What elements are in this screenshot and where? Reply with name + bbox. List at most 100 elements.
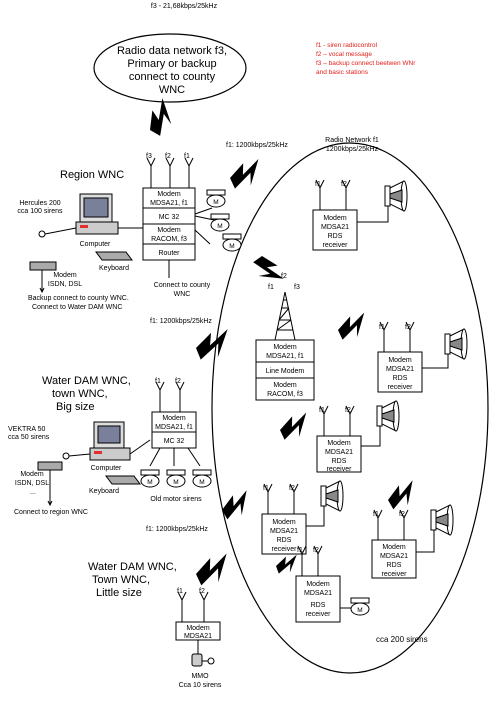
radio-data-network-bubble [93, 33, 247, 103]
rds4-line-4: receiver [272, 546, 298, 553]
lightning-rds2 [334, 310, 373, 344]
water-little-stack [175, 591, 221, 656]
rds2-line-3: RDS [393, 375, 408, 382]
region-router: Router [158, 250, 180, 257]
tower-ant-f1: f1 [268, 284, 274, 291]
rds4-line-1: Modem [272, 519, 296, 526]
link-label-region: f1: 1200kbps/25kHz [226, 142, 288, 149]
rds3-f1: f1 [319, 407, 325, 414]
rds4-line-3: RDS [277, 537, 292, 544]
region-isdn-modem [29, 261, 57, 271]
cca-200-sirens: cca 200 sirens [376, 635, 428, 644]
rds-station-4 [261, 480, 344, 555]
rds2-f2: f2 [405, 324, 411, 331]
rds3-f2: f2 [345, 407, 351, 414]
rds-station-3 [316, 400, 400, 473]
water-big-keyboard [105, 475, 141, 485]
rds6-line-4: receiver [306, 611, 332, 618]
water-big-mc32: MC 32 [164, 438, 185, 445]
rds6-line-1: Modem [306, 581, 330, 588]
region-connect-line-1: Connect to county [154, 282, 211, 289]
water-big-title-2: town WNC, [52, 388, 108, 400]
rds-station-2 [377, 321, 468, 393]
rds5-f2: f2 [399, 511, 405, 518]
rds2-line-4: receiver [388, 384, 414, 391]
rds2-f1: f1 [379, 324, 385, 331]
radio-network-rate: 1200kbps/25kHz [326, 146, 379, 153]
bubble-line-3: connect to county [129, 71, 216, 83]
water-little-modem-type: MDSA21 [184, 633, 212, 640]
water-big-modem-box-type: MDSA21, f1 [155, 424, 193, 431]
region-modem2-type: RACOM, f3 [151, 236, 187, 243]
f3-frequency-label: f3 - 21,68kbps/25kHz [151, 3, 218, 10]
rds6-line-2: MDSA21 [304, 590, 332, 597]
rds-siren-1 [384, 180, 408, 212]
rds6-f1: f1 [297, 547, 303, 554]
water-big-modem-label: Modem [20, 471, 44, 478]
region-modem-type: ISDN, DSL [48, 281, 82, 288]
rds5-f1: f1 [373, 511, 379, 518]
rds3-line-2: MDSA21 [325, 449, 353, 456]
legend-line-3: f3 – backup connect beetwen WNr [316, 60, 416, 67]
region-modem1-type: MDSA21, f1 [150, 200, 188, 207]
repeater-modem-label: Modem [273, 344, 297, 351]
region-stack [142, 157, 196, 261]
region-motor-siren-2 [210, 213, 230, 232]
region-keyboard-label: Keyboard [99, 265, 129, 272]
water-big-connect: Connect to region WNC [14, 509, 88, 516]
hercules-label: Hercules 200 [19, 200, 60, 207]
rds1-f1: f1 [315, 181, 321, 188]
region-ant-f2: f2 [165, 153, 171, 160]
repeater-line-modem: Line Modem [266, 368, 305, 375]
water-big-isdn-modem [37, 461, 63, 471]
old-motor-siren-2 [166, 469, 186, 488]
radio-network-area [211, 142, 489, 674]
rds2-line-1: Modem [388, 357, 412, 364]
link-label-lower: f1: 1200kbps/25kHz [146, 526, 208, 533]
old-motor-siren-1 [140, 469, 160, 488]
water-little-modem: Modem [186, 625, 210, 632]
water-little-title-2: Town WNC, [92, 574, 150, 586]
water-big-keyboard-label: Keyboard [89, 488, 119, 495]
rds4-f2: f2 [289, 485, 295, 492]
region-computer [75, 193, 119, 235]
region-backup-line-2: Connect to Water DAM WNC [32, 304, 122, 311]
rds-station-6 [295, 545, 370, 623]
rds-siren-5 [430, 504, 454, 536]
legend-line-2: f2 – vocal message [316, 51, 372, 58]
rds1-line-4: receiver [323, 242, 349, 249]
water-big-dots: ... [30, 489, 36, 496]
vektra-label: VEKTRA 50 [8, 426, 45, 433]
rds4-f1: f1 [263, 485, 269, 492]
water-little-title-3: Little size [96, 587, 142, 599]
lightning-rds5 [384, 478, 423, 513]
rds-station-5 [371, 504, 454, 579]
radio-network-title: Radio Network f1 [325, 137, 379, 144]
region-connect-line-2: WNC [174, 291, 191, 298]
water-big-ant-f1: f1 [155, 378, 161, 385]
repeater-tower [274, 291, 296, 341]
water-little-ant-f2: f2 [199, 588, 205, 595]
mmo-sirens: Cca 10 sirens [179, 682, 222, 689]
water-big-ant-f2: f2 [175, 378, 181, 385]
bubble-line-1: Radio data network f3, [117, 45, 227, 57]
legend: f1 - siren radiocontrol f2 – vocal messa… [316, 42, 416, 76]
region-ant-f3: f3 [146, 153, 152, 160]
region-modem1-label: Modem [157, 191, 181, 198]
lightning-region-link [226, 156, 268, 193]
mmo-label: MMO [191, 673, 209, 680]
water-little-title-1: Water DAM WNC, [88, 561, 177, 573]
rds2-line-2: MDSA21 [386, 366, 414, 373]
water-big-computer-label: Computer [91, 465, 122, 472]
region-backup-line-1: Backup connect to county WNC. [28, 295, 129, 302]
region-modem2-label: Modem [157, 227, 181, 234]
region-mc32: MC 32 [159, 214, 180, 221]
rds6-line-3: RDS [311, 602, 326, 609]
old-motor-sirens-label: Old motor sirens [150, 496, 202, 503]
rds-siren-4 [320, 480, 344, 512]
hercules-sirens: cca 100 sirens [17, 208, 63, 215]
rds5-line-1: Modem [382, 544, 406, 551]
link-label-mid: f1: 1200kbps/25kHz [150, 318, 212, 325]
rds3-line-3: RDS [332, 458, 347, 465]
